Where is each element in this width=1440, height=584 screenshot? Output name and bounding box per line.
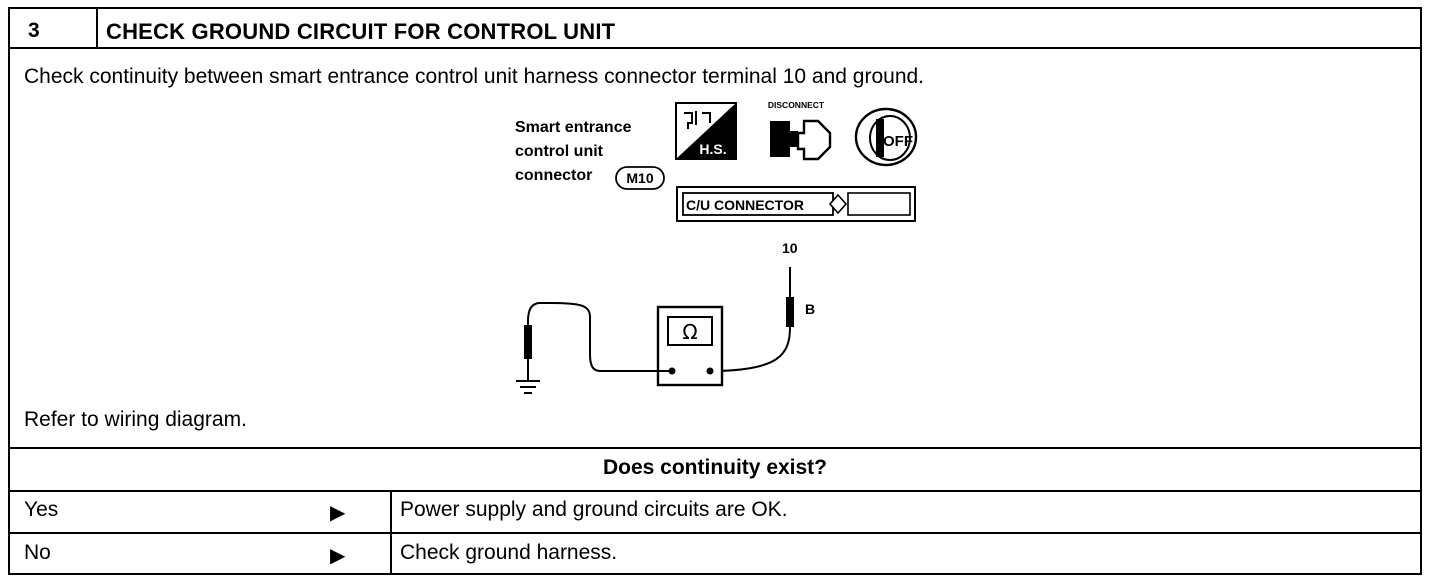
hs-label: H.S. — [699, 141, 726, 157]
cu-connector-label: C/U CONNECTOR — [686, 197, 804, 213]
header-divider — [96, 9, 98, 47]
instruction-text: Check continuity between smart entrance … — [24, 65, 925, 88]
wire-color-label: B — [805, 301, 815, 317]
step-title: CHECK GROUND CIRCUIT FOR CONTROL UNIT — [106, 19, 616, 44]
answer-yes-result: Power supply and ground circuits are OK. — [400, 498, 788, 521]
question-text: Does continuity exist? — [602, 456, 828, 479]
question-separator-bottom — [10, 490, 1420, 492]
disconnect-icon: DISCONNECT — [768, 100, 832, 161]
connector-caption-line-3: connector — [515, 167, 592, 184]
ground-symbol-icon — [516, 380, 540, 394]
inspection-procedure-table: 3 CHECK GROUND CIRCUIT FOR CONTROL UNIT … — [8, 7, 1422, 575]
connector-caption-line-2: control unit — [515, 143, 604, 160]
connector-id: M10 — [626, 170, 653, 186]
connector-caption-line-1: Smart entrance — [515, 119, 632, 136]
right-test-probe — [709, 267, 794, 372]
answer-no-result: Check ground harness. — [400, 541, 618, 564]
terminal-number: 10 — [782, 240, 798, 256]
left-test-probe — [524, 302, 672, 381]
header-separator — [10, 47, 1420, 49]
ohm-symbol: Ω — [682, 320, 697, 344]
disconnect-label: DISCONNECT — [768, 100, 825, 110]
answer-no-label: No — [24, 541, 51, 564]
question-separator-top — [10, 447, 1420, 449]
harness-side-icon: H.S. — [675, 102, 737, 160]
step-number: 3 — [28, 19, 40, 42]
answer-yes-label: Yes — [24, 498, 59, 521]
connector-id-badge — [615, 166, 665, 190]
ohmmeter: Ω — [656, 305, 724, 387]
arrow-right-icon: ▶ — [330, 502, 346, 524]
continuity-check-diagram: Smart entrance control unit connector M1… — [515, 100, 918, 394]
answer-row-separator — [10, 532, 1420, 534]
arrow-right-icon: ▶ — [330, 545, 346, 567]
refer-text: Refer to wiring diagram. — [24, 408, 247, 431]
ignition-label: OFF — [883, 133, 913, 150]
cu-connector-bar: C/U CONNECTOR — [676, 186, 916, 222]
ignition-off-icon: OFF — [854, 107, 918, 167]
